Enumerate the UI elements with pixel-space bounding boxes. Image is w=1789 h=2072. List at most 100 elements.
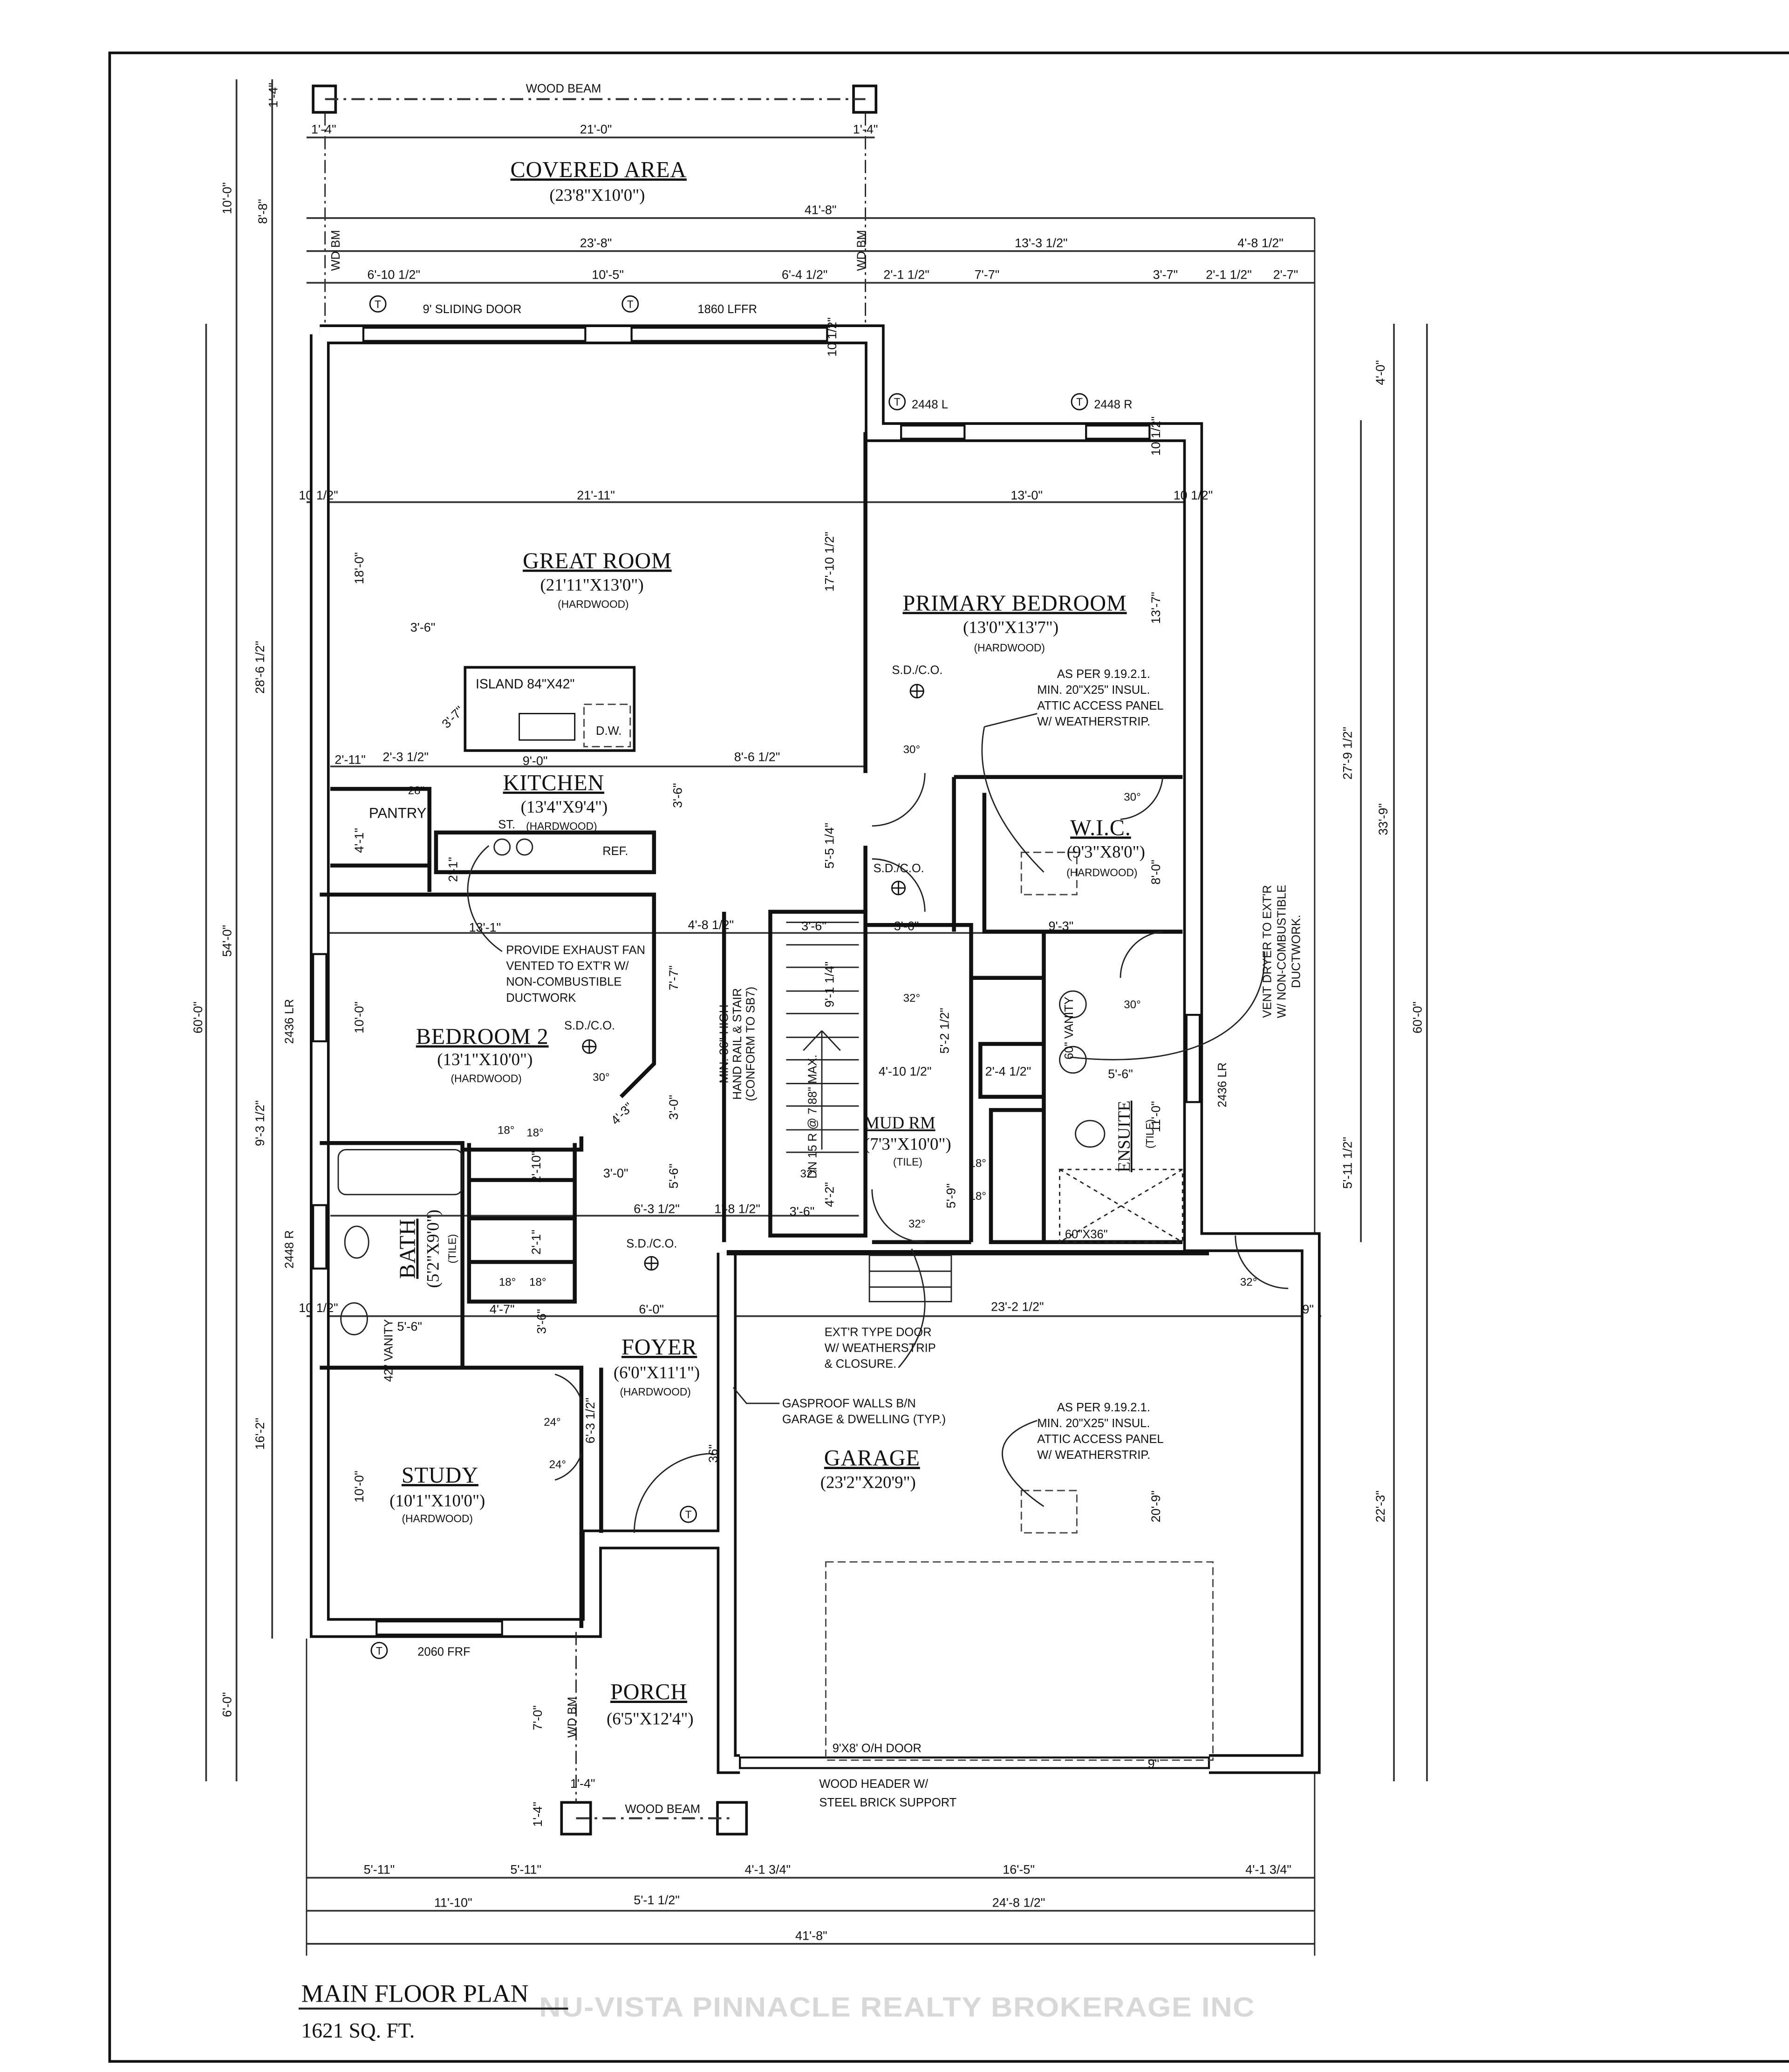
dimension: 5'-2 1/2" (937, 1008, 951, 1054)
room-name: ENSUITE (1114, 1101, 1133, 1172)
angle-label: 24° (549, 1458, 566, 1471)
window-2436-lr-left (312, 953, 328, 1042)
porch-beam (560, 1632, 748, 1836)
dimension: 5'-1 1/2" (634, 1893, 680, 1907)
dimension: 36" (706, 1444, 720, 1463)
window-2060-frf (376, 1620, 503, 1636)
room-name: KITCHEN (503, 771, 604, 795)
note-line: EXT'R TYPE DOOR (825, 1326, 932, 1339)
window-label: 2448 L (912, 398, 948, 411)
note-line: ATTIC ACCESS PANEL (1037, 1433, 1163, 1446)
dimension: 3'-7" (439, 704, 466, 731)
window-2448-l (900, 424, 966, 440)
room-size: (23'2"X20'9") (820, 1472, 916, 1492)
dimension: 3'-6" (801, 919, 826, 933)
room-size: (21'11"X13'0") (540, 575, 643, 595)
notes: AS PER 9.19.2.1. MIN. 20"X25" INSUL. ATT… (382, 663, 1303, 1809)
tempered-icon (621, 295, 639, 313)
dimension: 1'-4" (531, 1802, 545, 1827)
dimension: 1'-4" (311, 122, 336, 136)
dimension: 1'-8 1/2" (714, 1202, 760, 1216)
tempered-label: T (1076, 396, 1083, 408)
lffr-label: 1860 LFFR (697, 303, 757, 316)
vanity-label: 42" VANITY (382, 1319, 395, 1382)
leader-line (981, 726, 1045, 873)
dimension: 4'-8 1/2" (688, 918, 734, 932)
sdco-label: S.D./C.O. (874, 862, 924, 875)
dimension: 4'-1 3/4" (744, 1863, 791, 1877)
smoke-detector-icon (582, 1039, 597, 1054)
leader-line (732, 1387, 780, 1404)
plan-title: MAIN FLOOR PLAN (301, 1980, 529, 2008)
smoke-detector-icon (644, 1256, 659, 1271)
dimension: 9'-1 1/4" (823, 962, 837, 1008)
dimension: 8'-8" (256, 199, 270, 224)
island-sink (519, 713, 576, 741)
angle-labels: 28" 30° 30° 32° 30° 30° 18° 18° 32° 18° … (408, 744, 1257, 1471)
angle-label: 32° (903, 992, 920, 1005)
room-name: GREAT ROOM (523, 549, 672, 574)
room-name: MUD RM (864, 1113, 935, 1132)
note-line: & CLOSURE. (825, 1357, 897, 1370)
dimension: 6'-10 1/2" (367, 267, 420, 281)
garage-door (739, 1756, 1210, 1769)
tempered-icon (369, 295, 387, 313)
dimension: 4'-8 1/2" (1237, 236, 1284, 250)
shower (1059, 1169, 1183, 1243)
window-label: 2436 LR (283, 999, 296, 1044)
window-2448-r-bath (312, 1204, 328, 1270)
dimension: 5'-5 1/4" (823, 823, 837, 869)
dimension: 2'-1" (446, 857, 460, 882)
note-line: HAND RAIL & STAIR (731, 988, 744, 1100)
stair-direction: DN 15 R @ 7.88" MAX. (806, 1054, 819, 1178)
dimension: 8'-6 1/2" (734, 750, 780, 764)
fixtures (337, 666, 1289, 1761)
island-label: ISLAND 84"X42" (476, 677, 574, 692)
room-name: BATH (396, 1218, 420, 1279)
note-line: AS PER 9.19.2.1. (1057, 1401, 1150, 1414)
tempered-icon (888, 393, 906, 410)
dimension: 5'-6" (667, 1163, 681, 1189)
dimension: 4'-0" (1373, 360, 1387, 385)
dimension: 4'-7" (490, 1302, 515, 1316)
dimension: 10 1/2" (299, 1301, 338, 1315)
note-line: GARAGE & DWELLING (TYP.) (782, 1413, 946, 1426)
toilet (344, 1225, 369, 1259)
sliding-door (362, 327, 587, 342)
exterior-walls (310, 324, 1321, 1774)
tempered-label: T (627, 298, 634, 310)
dimension: 13'-7" (1149, 592, 1163, 624)
dimension: 4'-1" (352, 828, 366, 853)
dimension: 2'-1 1/2" (1206, 267, 1252, 281)
room-size: (9'3"X8'0") (1067, 842, 1145, 862)
ensuite-toilet (1075, 1120, 1106, 1148)
room-floor: (HARDWOOD) (1066, 866, 1137, 878)
dimension: 23'-2 1/2" (991, 1299, 1044, 1313)
room-name: PRIMARY BEDROOM (903, 591, 1127, 615)
covered-area-beam (312, 84, 878, 331)
leader-line (898, 1248, 926, 1368)
room-size: (7'3"X10'0") (864, 1134, 951, 1154)
tub (337, 1149, 464, 1196)
room-floor: (HARDWOOD) (974, 642, 1045, 654)
angle-label: 32° (1240, 1276, 1257, 1289)
angle-label: 28" (408, 785, 424, 797)
tempered-markers (369, 295, 1088, 1659)
room-name: STUDY (402, 1463, 478, 1488)
room-name: GARAGE (824, 1446, 920, 1470)
dimension: 3'-0" (603, 1166, 628, 1180)
note-line: GASPROOF WALLS B/N (782, 1397, 916, 1410)
dimension: 4'-2" (823, 1182, 837, 1207)
window-2436-lr-right (1185, 1013, 1201, 1103)
room-size: (13'0"X13'7") (963, 618, 1058, 637)
interior-walls (320, 432, 1183, 1628)
dimension: 16'-5" (1003, 1863, 1035, 1877)
note-line: MIN. 36" HIGH (718, 1005, 731, 1083)
dimension: 4'-1 3/4" (1245, 1863, 1291, 1877)
dimension: 20'-9" (1149, 1491, 1163, 1523)
note-line: WOOD HEADER W/ (819, 1778, 929, 1791)
leader-line (467, 845, 503, 952)
room-size: (6'0"X11'1") (614, 1363, 700, 1382)
attic-hatch-primary (1020, 851, 1078, 896)
note-line: MIN. 20"X25" INSUL. (1037, 1417, 1150, 1430)
